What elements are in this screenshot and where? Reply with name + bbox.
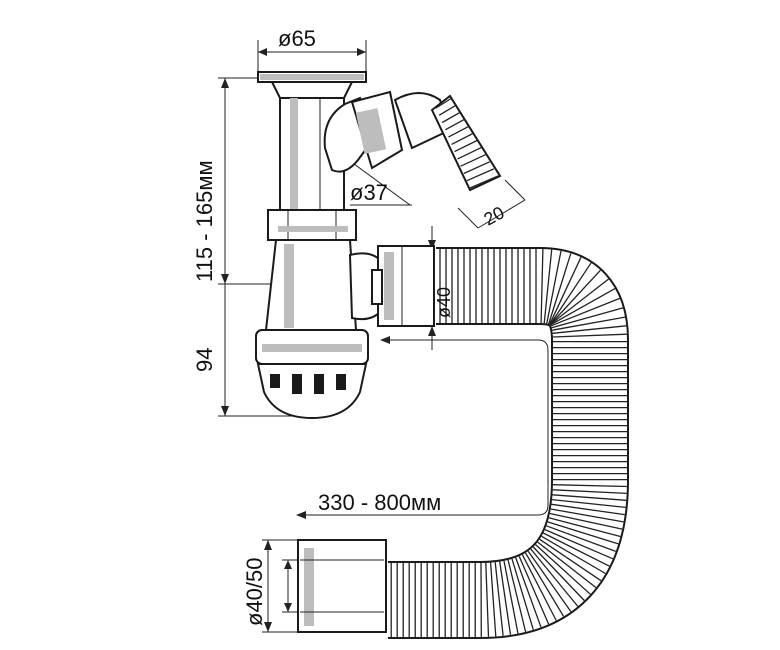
overflow-hose-rib bbox=[466, 168, 495, 182]
overflow-elbow bbox=[323, 90, 452, 173]
hose-length-label: 330 - 800мм bbox=[318, 490, 441, 515]
hose-rib bbox=[541, 535, 606, 575]
hose-rib bbox=[549, 256, 582, 325]
hose-rib bbox=[530, 548, 579, 607]
hose-rib bbox=[537, 541, 597, 589]
overflow-hose-rib bbox=[441, 111, 461, 124]
sink-flange bbox=[257, 71, 367, 99]
overflow-hose-rib bbox=[451, 132, 474, 145]
hose-rib bbox=[515, 557, 542, 628]
hose-rib bbox=[527, 550, 572, 612]
overflow-hose-rib bbox=[448, 125, 470, 138]
hose-rib bbox=[485, 562, 490, 637]
hose-rib bbox=[524, 552, 565, 617]
overflow-hose-rib bbox=[457, 147, 482, 160]
outlet-diameter-label: ø40 bbox=[434, 287, 454, 318]
hose-rib bbox=[511, 558, 534, 630]
hose-rib bbox=[543, 249, 553, 324]
hose-rib bbox=[507, 559, 527, 633]
hose-rib bbox=[546, 250, 562, 324]
hose-rib bbox=[532, 546, 585, 601]
hose-rib bbox=[521, 554, 557, 621]
hose-rib bbox=[551, 307, 624, 329]
overflow-diameter-label: ø37 bbox=[350, 180, 388, 205]
bottle-trap-body bbox=[255, 239, 381, 365]
overflow-hose-rib bbox=[444, 118, 465, 131]
hose-rib bbox=[552, 316, 626, 331]
hose-rib bbox=[494, 562, 504, 636]
hose-rib bbox=[549, 512, 623, 530]
top-diameter-label: ø65 bbox=[278, 26, 316, 51]
overflow-hose bbox=[430, 94, 502, 192]
hose-rib bbox=[539, 538, 602, 582]
overflow-hose-rib bbox=[460, 154, 486, 167]
hose-rib bbox=[548, 253, 572, 325]
hose-rib bbox=[499, 561, 512, 635]
hose-rib bbox=[552, 333, 627, 338]
hose-rib bbox=[518, 555, 550, 625]
overflow-hose-rib bbox=[435, 97, 453, 109]
hose-rib bbox=[544, 529, 614, 560]
hose-rib bbox=[546, 525, 617, 553]
hose-rib bbox=[551, 498, 626, 509]
overflow-hose-rib bbox=[463, 161, 490, 175]
height-range-label: 115 - 165мм bbox=[192, 160, 217, 282]
hose-rib bbox=[550, 297, 620, 327]
hose-rib bbox=[547, 521, 619, 545]
union-nut bbox=[267, 209, 357, 241]
hose-rib bbox=[548, 517, 621, 538]
hose-rib bbox=[550, 508, 624, 523]
end-adapter bbox=[297, 539, 387, 633]
hose-rib bbox=[549, 278, 609, 326]
overflow-hose-rib bbox=[469, 175, 499, 189]
overflow-hose-label: 20 bbox=[480, 202, 507, 229]
hose-rib bbox=[489, 562, 497, 637]
bottle-height-label: 94 bbox=[192, 348, 217, 372]
hose-rib bbox=[552, 325, 627, 334]
hose-rib bbox=[552, 484, 627, 488]
hose-rib bbox=[543, 532, 610, 567]
hose-rib bbox=[551, 503, 625, 516]
corrugated-hose bbox=[388, 247, 629, 639]
bottle-cap bbox=[256, 363, 368, 420]
hose-rib bbox=[503, 560, 519, 634]
hose-rib bbox=[540, 248, 544, 324]
hose-rib bbox=[552, 489, 627, 495]
hose-rib bbox=[550, 288, 616, 326]
outlet-coupling bbox=[371, 245, 435, 327]
overflow-hose-rib bbox=[438, 104, 457, 116]
hose-rib bbox=[535, 544, 591, 595]
hose-rib bbox=[549, 262, 592, 325]
hose-rib bbox=[552, 494, 627, 501]
overflow-hose-rib bbox=[454, 139, 478, 153]
end-diameter-label: ø40/50 bbox=[242, 558, 267, 627]
hose-rib bbox=[549, 269, 601, 325]
